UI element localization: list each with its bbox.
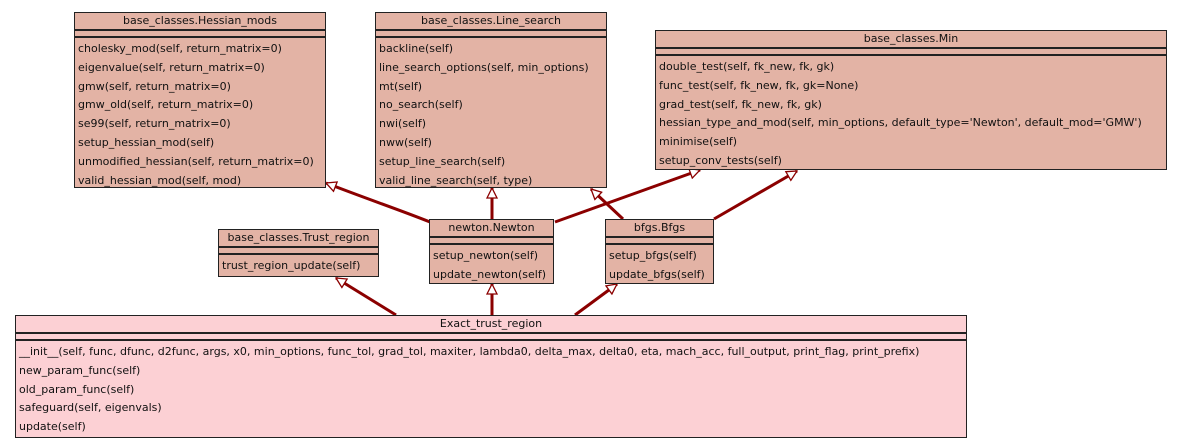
method-item: minimise(self): [659, 135, 738, 149]
class-name: Exact_trust_region: [16, 316, 966, 334]
class-attributes: [376, 31, 606, 38]
method-item: gmw_old(self, return_matrix=0): [78, 98, 254, 112]
method-item: unmodified_hessian(self, return_matrix=0…: [78, 154, 314, 168]
method-item: double_test(self, fk_new, fk, gk): [659, 60, 835, 73]
method-item: trust_region_update(self): [222, 259, 361, 272]
method-item: nww(self): [379, 135, 432, 149]
method-item: safeguard(self, eigenvals): [19, 401, 162, 415]
method-item: setup_newton(self): [433, 249, 539, 262]
edge-exact-to-bfgs: [574, 282, 617, 317]
method-item: update(self): [19, 420, 86, 434]
class-attributes: [16, 334, 966, 341]
class-methods: backline(self) line_search_options(self, …: [376, 38, 606, 190]
method-item: update_bfgs(self): [609, 267, 705, 281]
method-item: gmw(self, return_matrix=0): [78, 79, 231, 93]
class-attributes: [430, 238, 553, 245]
class-attributes: [219, 248, 378, 255]
class-methods: __init__(self, func, dfunc, d2func, args…: [16, 341, 966, 437]
class-name: base_classes.Min: [656, 31, 1166, 49]
class-methods: setup_bfgs(self) update_bfgs(self): [606, 245, 713, 285]
method-item: update_newton(self): [433, 267, 547, 281]
class-name: base_classes.Hessian_mods: [75, 13, 325, 31]
class-attributes: [606, 238, 713, 245]
class-name: base_classes.Line_search: [376, 13, 606, 31]
method-item: nwi(self): [379, 117, 427, 131]
method-item: mt(self): [379, 79, 423, 93]
class-box-line-search[interactable]: base_classes.Line_search backline(self) l…: [375, 12, 607, 188]
method-item: old_param_func(self): [19, 382, 135, 396]
method-item: backline(self): [379, 42, 454, 55]
method-item: se99(self, return_matrix=0): [78, 117, 231, 131]
class-box-trust-region[interactable]: base_classes.Trust_region trust_region_u…: [218, 229, 379, 277]
class-name: newton.Newton: [430, 220, 553, 238]
method-item: cholesky_mod(self, return_matrix=0): [78, 42, 282, 55]
method-item: setup_bfgs(self): [609, 249, 697, 262]
edge-exact-to-trust-region: [336, 276, 397, 317]
class-name: bfgs.Bfgs: [606, 220, 713, 238]
class-box-min[interactable]: base_classes.Min double_test(self, fk_ne…: [655, 30, 1167, 170]
class-attributes: [75, 31, 325, 38]
method-item: valid_hessian_mod(self, mod): [78, 173, 242, 187]
edge-bfgs-to-line-search: [591, 187, 625, 221]
class-attributes: [656, 49, 1166, 56]
method-item: grad_test(self, fk_new, fk, gk): [659, 97, 822, 111]
method-item: func_test(self, fk_new, fk, gk=None): [659, 78, 859, 92]
class-methods: double_test(self, fk_new, fk, gk) func_te…: [656, 56, 1166, 171]
method-item: no_search(self): [379, 98, 463, 112]
method-item: setup_conv_tests(self): [659, 153, 782, 167]
class-methods: cholesky_mod(self, return_matrix=0)eigen…: [75, 38, 325, 190]
method-item: __init__(self, func, dfunc, d2func, args…: [19, 345, 920, 358]
class-box-newton[interactable]: newton.Newton setup_newton(self) update_n…: [429, 219, 554, 284]
method-item: setup_hessian_mod(self): [78, 135, 215, 149]
method-item: eigenvalue(self, return_matrix=0): [78, 60, 265, 74]
class-methods: trust_region_update(self): [219, 255, 378, 276]
class-name: base_classes.Trust_region: [219, 230, 378, 248]
method-item: line_search_options(self, min_options): [379, 60, 589, 74]
class-box-exact-trust-region[interactable]: Exact_trust_region __init__(self, func, …: [15, 315, 967, 438]
class-box-hessian-mods[interactable]: base_classes.Hessian_mods cholesky_mod(s…: [74, 12, 326, 188]
method-item: hessian_type_and_mod(self, min_options, …: [659, 116, 1142, 130]
method-item: new_param_func(self): [19, 363, 141, 377]
method-item: setup_line_search(self): [379, 154, 506, 168]
class-methods: setup_newton(self) update_newton(self): [430, 245, 553, 285]
edge-bfgs-to-min: [713, 169, 797, 221]
class-box-bfgs[interactable]: bfgs.Bfgs setup_bfgs(self) update_bfgs(se…: [605, 219, 714, 284]
method-item: valid_line_search(self, type): [379, 173, 533, 187]
